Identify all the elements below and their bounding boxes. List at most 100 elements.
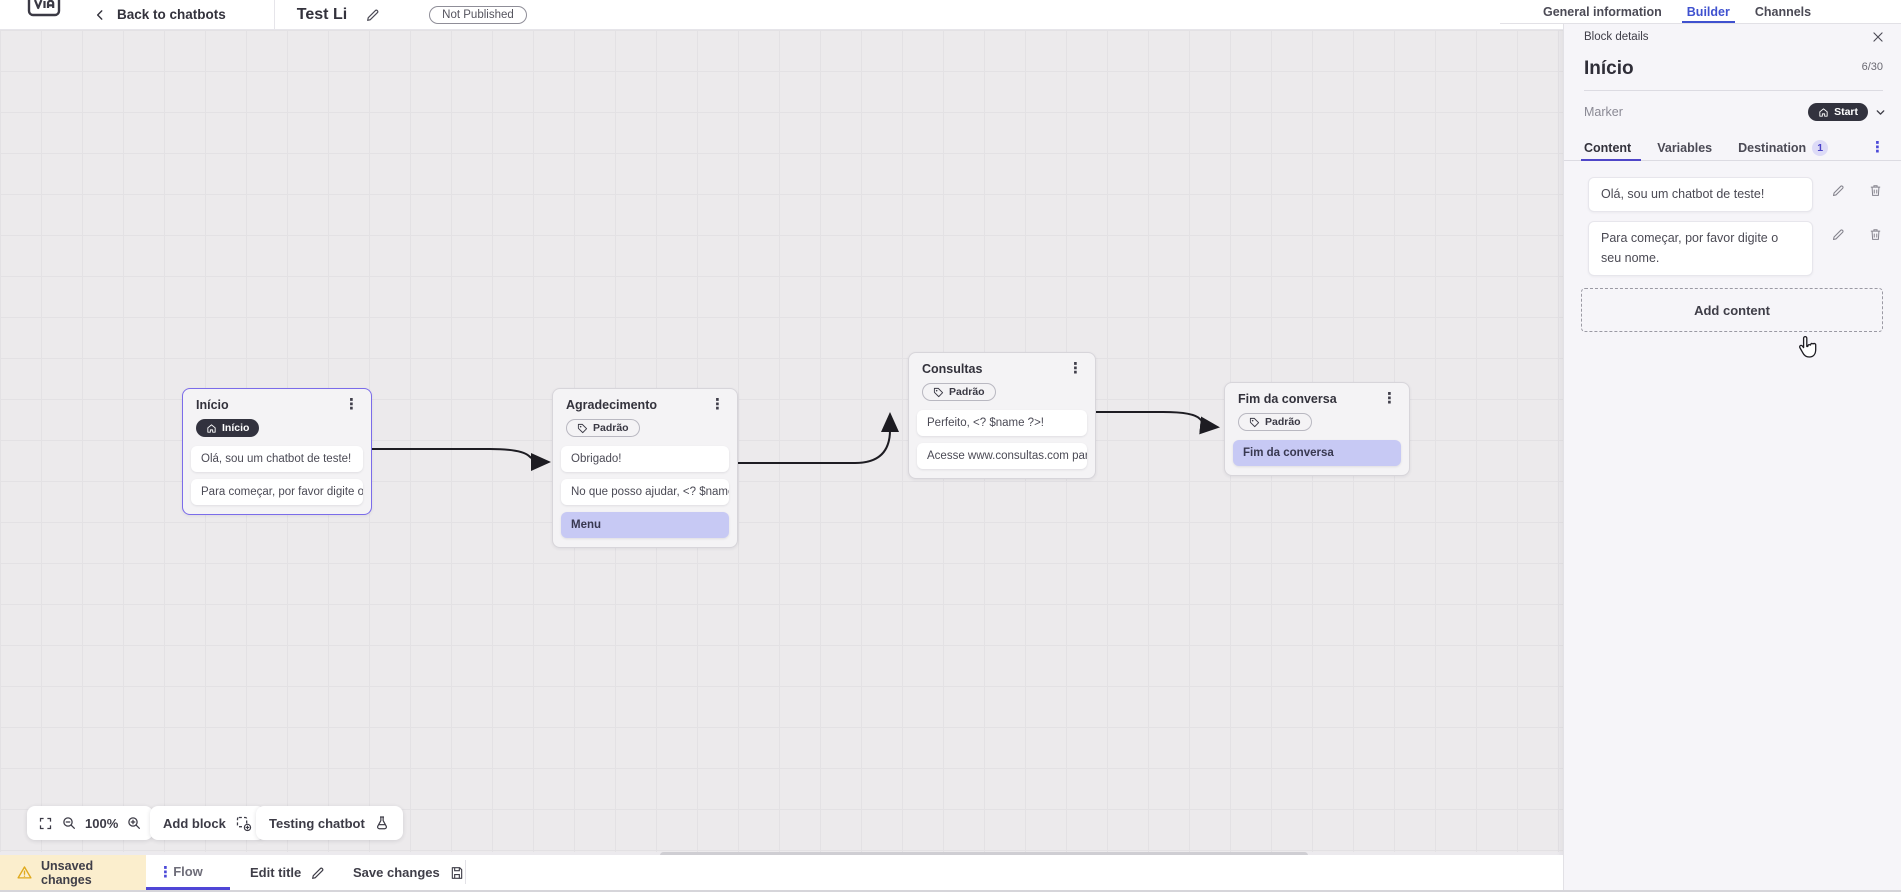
publish-status-badge: Not Published	[429, 5, 527, 24]
close-icon[interactable]	[1871, 30, 1885, 44]
add-content-button[interactable]: Add content	[1581, 288, 1883, 333]
node-title: Fim da conversa	[1238, 392, 1337, 406]
marker-select[interactable]: Start	[1808, 103, 1887, 121]
tab-builder[interactable]: Builder	[1681, 0, 1735, 23]
warning-icon	[16, 864, 33, 881]
panel-menu-icon[interactable]: ⋮	[1870, 138, 1885, 156]
node-tag-badge[interactable]: Padrão	[922, 383, 996, 401]
app-logo-icon[interactable]	[27, 0, 63, 27]
zoom-controls: 100%	[27, 806, 154, 840]
flask-icon	[374, 815, 390, 831]
node-menu-icon[interactable]: ⋮	[344, 395, 359, 413]
edit-title-label: Edit title	[250, 865, 302, 880]
node-title: Consultas	[922, 362, 983, 376]
start-marker-badge: Start	[1808, 103, 1868, 121]
edit-content-icon[interactable]	[1831, 183, 1846, 198]
bottom-bar: Unsaved changes ⋮ Flow Edit title Save c…	[0, 855, 1563, 890]
panel-header-title: Block details	[1584, 31, 1649, 43]
tab-general-information[interactable]: General information	[1543, 4, 1662, 19]
zoom-in-icon[interactable]	[126, 815, 142, 831]
node-tags-row: Padrão	[1233, 413, 1401, 433]
block-details-panel: Block details Início 6/30 Marker Start	[1563, 24, 1901, 892]
block-name-input[interactable]: Início	[1584, 58, 1634, 79]
unsaved-changes-label: Unsaved changes	[41, 858, 94, 887]
node-badge-label: Início	[222, 422, 250, 434]
testing-chatbot-button[interactable]: Testing chatbot	[256, 806, 403, 840]
node-card[interactable]: Perfeito, <? $name ?>!	[917, 409, 1087, 436]
node-tag-badge[interactable]: Padrão	[566, 419, 640, 437]
chatbot-title: Test Li	[296, 5, 348, 23]
home-icon	[206, 423, 217, 434]
node-menu-icon[interactable]: ⋮	[1382, 389, 1397, 407]
topbar-divider	[273, 0, 275, 29]
edge-inicio-agradecimento[interactable]	[371, 448, 551, 471]
block-name-row: Início 6/30	[1584, 58, 1883, 91]
content-text-card[interactable]: Para começar, por favor digite o seu nom…	[1588, 221, 1813, 277]
chevron-down-icon	[1874, 106, 1887, 119]
node-tags-row: Padrão	[917, 383, 1087, 403]
tab-variables[interactable]: Variables	[1644, 135, 1725, 160]
delete-content-icon[interactable]	[1868, 183, 1883, 198]
top-bar: Back to chatbots Test Li Not Published	[0, 0, 1563, 30]
zoom-level: 100%	[85, 815, 119, 831]
testing-chatbot-label: Testing chatbot	[269, 815, 365, 831]
delete-content-icon[interactable]	[1868, 227, 1883, 242]
unsaved-changes-indicator: Unsaved changes	[0, 855, 146, 890]
tag-icon	[933, 387, 944, 398]
node-card[interactable]: Fim da conversa	[1233, 439, 1401, 466]
edge-consultas-fim[interactable]	[1094, 411, 1220, 435]
node-card[interactable]: Menu	[561, 511, 729, 538]
node-menu-icon[interactable]: ⋮	[710, 395, 725, 413]
node-card[interactable]: Olá, sou um chatbot de teste!	[191, 445, 363, 472]
tab-content[interactable]: Content	[1580, 135, 1644, 161]
edit-chatbot-title-icon[interactable]	[365, 7, 381, 23]
node-card[interactable]: Acesse www.consultas.com par...	[917, 442, 1087, 469]
tab-destination-label: Destination	[1738, 140, 1807, 155]
node-header: Consultas ⋮	[917, 359, 1087, 377]
bottombar-divider	[465, 860, 466, 884]
edit-content-icon[interactable]	[1831, 227, 1846, 242]
destination-count-badge: 1	[1812, 139, 1829, 156]
marker-value-label: Start	[1834, 106, 1858, 118]
tab-flow[interactable]: Flow	[173, 864, 203, 879]
marker-row: Marker Start	[1584, 103, 1887, 121]
add-block-button[interactable]: Add block	[150, 806, 265, 840]
node-card[interactable]: No que posso ajudar, <? $name ...	[561, 478, 729, 505]
node-tag-badge[interactable]: Padrão	[1238, 413, 1312, 431]
content-list: Olá, sou um chatbot de teste! Para começ…	[1588, 177, 1901, 277]
tab-channels[interactable]: Channels	[1754, 4, 1812, 19]
node-card[interactable]: Para começar, por favor digite o ...	[191, 478, 363, 505]
canvas-horizontal-scrollbar[interactable]	[0, 852, 1563, 855]
node-start-marker-badge[interactable]: Início	[196, 419, 260, 437]
node-header: Início⋮	[191, 395, 363, 413]
flow-edges	[371, 411, 1220, 471]
content-text-card[interactable]: Olá, sou um chatbot de teste!	[1588, 177, 1813, 213]
back-to-chatbots-button[interactable]: Back to chatbots	[93, 7, 226, 22]
node-tags-row: Padrão	[561, 419, 729, 439]
fullscreen-icon[interactable]	[38, 816, 53, 831]
builder-nav-tabs: General information Builder Channels	[1500, 0, 1901, 24]
tag-icon	[1249, 417, 1260, 428]
scrollbar-thumb[interactable]	[660, 852, 1308, 855]
tab-destination[interactable]: Destination 1	[1725, 135, 1841, 160]
char-counter: 6/30	[1861, 61, 1883, 73]
add-block-icon	[235, 815, 252, 832]
panel-tabs: Content Variables Destination 1 ⋮	[1564, 135, 1901, 161]
node-header: Fim da conversa ⋮	[1233, 389, 1401, 407]
zoom-out-icon[interactable]	[61, 815, 77, 831]
tab-variables-label: Variables	[1657, 140, 1713, 155]
node-card[interactable]: Obrigado!	[561, 445, 729, 472]
node-menu-icon[interactable]: ⋮	[1068, 359, 1083, 377]
node-title: Agradecimento	[566, 398, 657, 412]
flow-menu-icon[interactable]: ⋮	[158, 863, 173, 881]
node-tags-row: Início	[191, 419, 363, 439]
edge-agradecimento-consultas[interactable]	[736, 412, 899, 464]
edit-title-button[interactable]: Edit title	[250, 855, 326, 890]
save-changes-button[interactable]: Save changes	[353, 855, 465, 890]
